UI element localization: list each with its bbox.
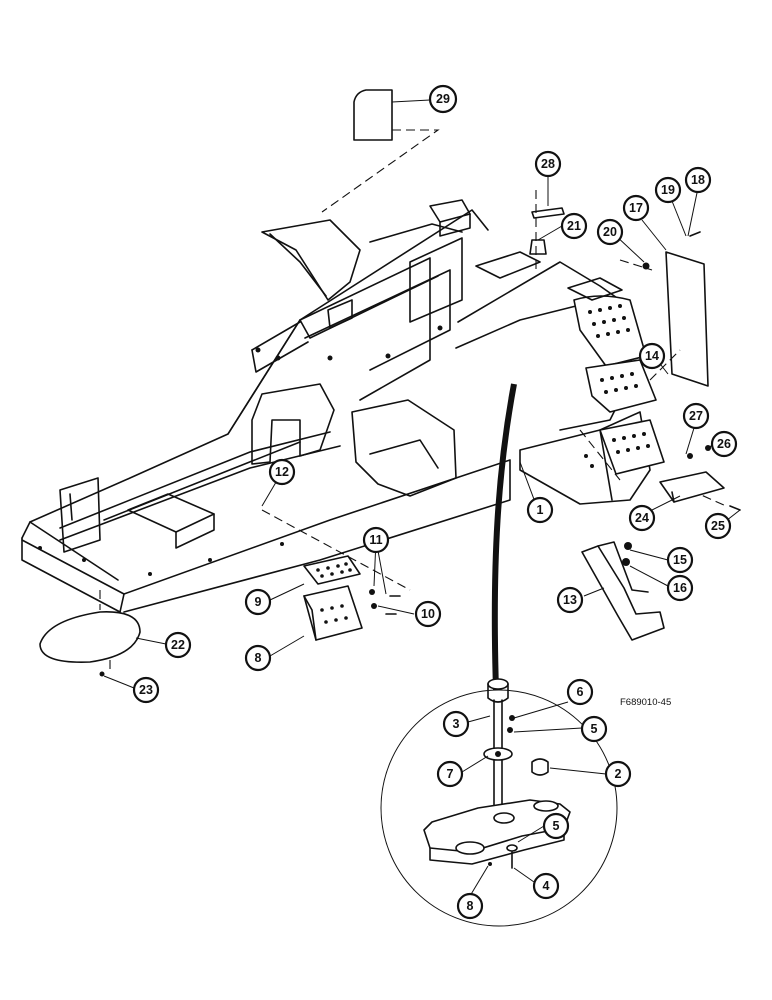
svg-text:7: 7: [447, 767, 454, 781]
svg-text:27: 27: [689, 409, 703, 423]
svg-text:24: 24: [635, 511, 649, 525]
callout-16: 15: [666, 546, 694, 574]
part-30-decal: [321, 89, 440, 213]
svg-text:29: 29: [436, 92, 450, 106]
callout-12: 11: [362, 526, 390, 554]
callout-23: 22: [164, 631, 192, 659]
callout-15: 14: [638, 342, 666, 370]
callout-19: 18: [684, 166, 712, 194]
callout-22: 21: [560, 212, 588, 240]
svg-text:3: 3: [453, 717, 460, 731]
callout-27: 26: [710, 430, 738, 458]
frame-rivets: [38, 325, 594, 576]
svg-text:14: 14: [645, 349, 659, 363]
step-assembly-9-10: [303, 555, 401, 641]
callout-29: 28: [534, 150, 562, 178]
svg-text:23: 23: [139, 683, 153, 697]
callout-13: 12: [268, 458, 296, 486]
svg-text:2: 2: [615, 767, 622, 781]
callout-6: 6: [566, 678, 594, 706]
callout-30: 29: [428, 84, 458, 114]
svg-text:20: 20: [603, 225, 617, 239]
svg-text:21: 21: [567, 219, 581, 233]
callout-7: 7: [436, 760, 464, 788]
part-22-nut: [529, 239, 547, 255]
svg-text:17: 17: [629, 201, 643, 215]
svg-text:19: 19: [661, 183, 675, 197]
part-29-bar: [531, 207, 565, 219]
svg-text:10: 10: [421, 607, 435, 621]
part-23-plate: [39, 611, 141, 677]
callout-24: 23: [132, 676, 160, 704]
callout-1: 1: [526, 496, 554, 524]
callout-14: 13: [556, 586, 584, 614]
svg-text:15: 15: [673, 553, 687, 567]
svg-text:28: 28: [541, 157, 555, 171]
callout-21: 20: [596, 218, 624, 246]
callout-20: 19: [654, 176, 682, 204]
callout-26: 25: [704, 512, 732, 540]
callout-4: 4: [532, 872, 560, 900]
svg-text:5: 5: [591, 722, 598, 736]
svg-text:16: 16: [673, 581, 687, 595]
callout-28: 27: [682, 402, 710, 430]
svg-text:4: 4: [543, 879, 550, 893]
callout-11: 10: [414, 600, 442, 628]
svg-text:8: 8: [255, 651, 262, 665]
svg-text:13: 13: [563, 593, 577, 607]
pivot-detail-view: [380, 678, 618, 927]
callout-25: 24: [628, 504, 656, 532]
svg-text:9: 9: [255, 595, 262, 609]
part-18-plate: [642, 231, 709, 387]
drawing-code: F689010-45: [620, 697, 671, 708]
step-perforations: [588, 304, 650, 454]
part-14-ladder: [581, 541, 665, 641]
leader-lines: [103, 99, 741, 897]
callout-18: 17: [622, 194, 650, 222]
callout-3: 3: [442, 710, 470, 738]
svg-text:5: 5: [553, 819, 560, 833]
svg-text:6: 6: [577, 685, 584, 699]
callout-5-upper: 5: [580, 715, 608, 743]
main-frame: [21, 199, 665, 691]
callout-17: 16: [666, 574, 694, 602]
callout-8: 8: [456, 892, 484, 920]
svg-text:8: 8: [467, 899, 474, 913]
callout-9: 8: [244, 644, 272, 672]
callout-2: 2: [604, 760, 632, 788]
svg-text:18: 18: [691, 173, 705, 187]
svg-text:1: 1: [537, 503, 544, 517]
svg-text:11: 11: [369, 533, 382, 547]
callout-10: 9: [244, 588, 272, 616]
part-25-cover: [659, 445, 741, 511]
svg-text:12: 12: [275, 465, 289, 479]
callout-5-lower: 5: [542, 812, 570, 840]
svg-text:22: 22: [171, 638, 185, 652]
svg-text:25: 25: [711, 519, 725, 533]
svg-text:26: 26: [717, 437, 731, 451]
